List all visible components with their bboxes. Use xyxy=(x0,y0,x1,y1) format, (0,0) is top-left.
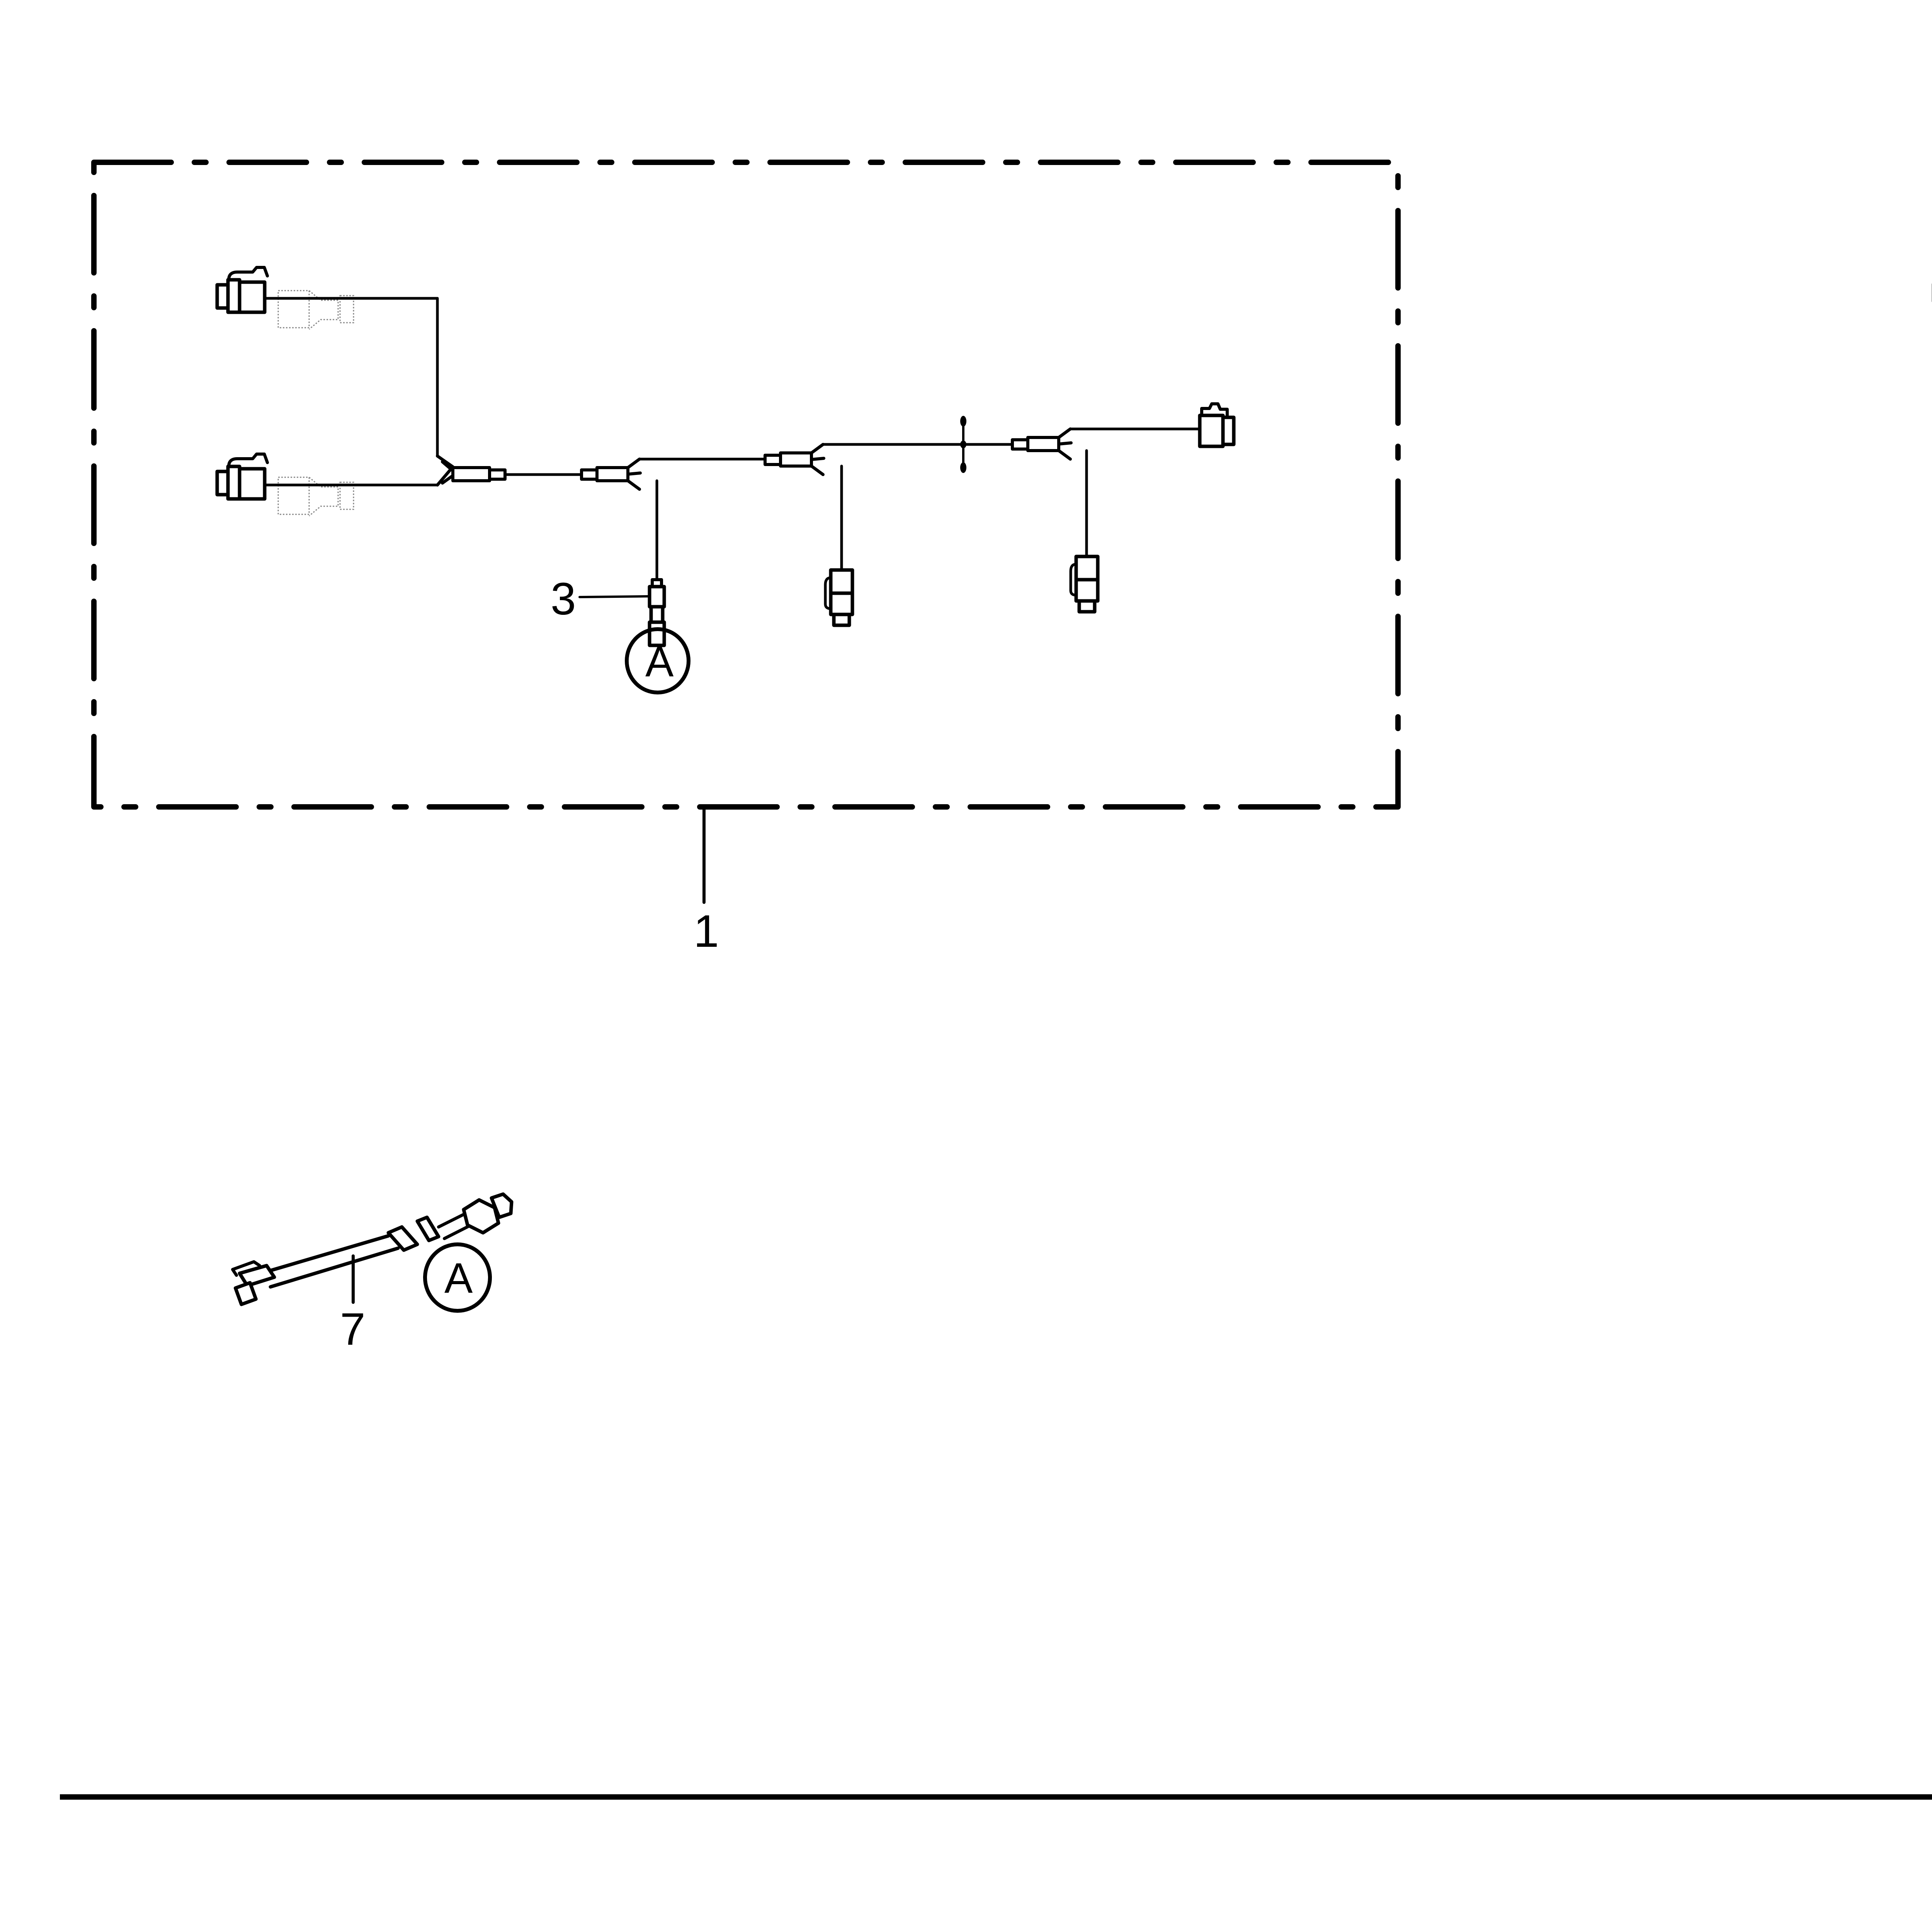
callout-1-label: 1 xyxy=(694,906,719,957)
connector-drop-4 xyxy=(1069,555,1100,614)
splice-junction-1 xyxy=(436,454,507,487)
svg-text:A: A xyxy=(645,638,674,686)
bottom-border-rule xyxy=(60,1794,1932,1800)
splice-junction-2 xyxy=(580,458,642,491)
sensor-7-group: 7 A xyxy=(231,1192,514,1355)
splice-junction-4 xyxy=(1011,427,1073,461)
reference-circle-a-harness: A xyxy=(625,627,690,694)
connector-drop-3 xyxy=(824,568,854,627)
callout-3-label: 3 xyxy=(551,573,576,624)
svg-text:A: A xyxy=(444,1254,473,1302)
callout-7-label: 7 xyxy=(340,1304,366,1355)
splice-junction-3 xyxy=(764,443,825,476)
harness-assembly-group: 1 xyxy=(91,160,1401,957)
assembly-boundary-box xyxy=(91,160,1401,810)
callout-3-leader xyxy=(578,595,651,598)
sensor-body xyxy=(231,1192,514,1306)
connector-top-left xyxy=(215,266,354,330)
connector-bottom-left xyxy=(215,453,354,517)
cable-tie-marker xyxy=(960,416,966,473)
connector-right-end xyxy=(1198,402,1236,448)
reference-circle-a-sensor: A xyxy=(423,1242,492,1313)
plug-connector-3 xyxy=(648,578,666,647)
